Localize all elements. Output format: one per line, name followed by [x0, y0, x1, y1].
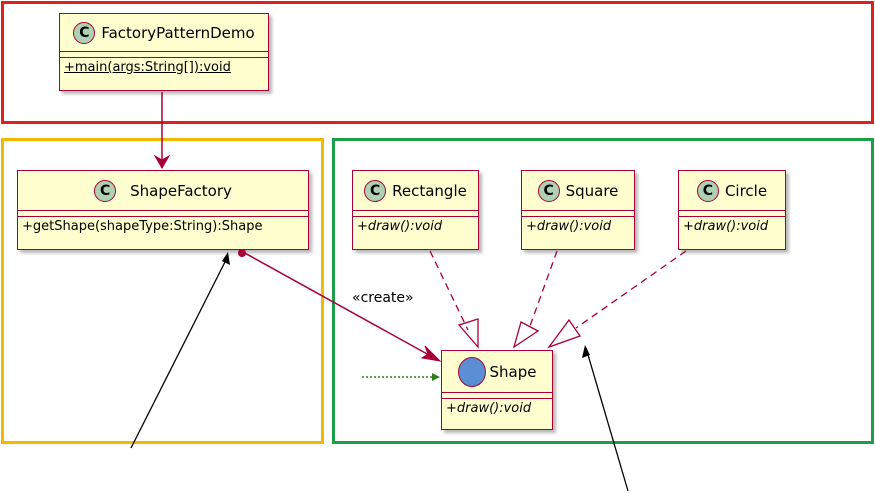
- method-draw: +draw():void: [683, 219, 769, 234]
- products-frame: [332, 138, 874, 444]
- method-main: +main(args:String[]):void: [64, 60, 231, 75]
- fields-separator: [522, 211, 634, 217]
- realization-square: [529, 250, 558, 327]
- class-c-icon: C: [696, 179, 719, 202]
- class-rectangle[interactable]: C Rectangle +draw():void: [352, 170, 479, 250]
- class-c-icon: C: [364, 179, 387, 202]
- pointer-products-line: [585, 347, 629, 492]
- class-name: ShapeFactory: [130, 181, 232, 200]
- fields-separator: [679, 211, 785, 217]
- method-draw: +draw():void: [446, 401, 532, 416]
- create-source-dot: [238, 249, 246, 257]
- class-factory-pattern-demo[interactable]: C FactoryPatternDemo +main(args:String[]…: [59, 13, 269, 91]
- class-shape-factory[interactable]: C ShapeFactory +getShape(shapeType:Strin…: [17, 170, 309, 250]
- create-stereotype-label: «create»: [352, 290, 414, 306]
- realization-square-head: [512, 321, 540, 349]
- fields-separator: [353, 211, 478, 217]
- client-frame: [1, 1, 874, 124]
- uses-factory-arrowhead: [153, 154, 171, 169]
- pointer-factory-line: [130, 255, 229, 449]
- class-name: Rectangle: [392, 181, 467, 200]
- interface-shape[interactable]: Shape +draw():void: [441, 350, 553, 430]
- class-c-icon: C: [94, 179, 117, 202]
- class-name: Square: [565, 181, 619, 200]
- method-draw: +draw():void: [357, 219, 443, 234]
- class-c-icon: C: [73, 21, 96, 44]
- realization-rectangle-head: [457, 318, 479, 349]
- fields-separator: [60, 52, 268, 58]
- pointer-products-head: [582, 345, 590, 358]
- interface-name: Shape: [489, 362, 537, 381]
- class-circle[interactable]: C Circle +draw():void: [678, 170, 786, 250]
- create-arrowhead: [420, 345, 442, 362]
- realization-circle-head: [547, 318, 582, 349]
- dependency-arrowhead: [432, 373, 440, 381]
- class-name: FactoryPatternDemo: [101, 23, 255, 42]
- create-line: [242, 251, 439, 361]
- pointer-factory-head: [222, 252, 230, 265]
- class-c-icon: C: [537, 179, 560, 202]
- interface-i-icon: [457, 356, 486, 387]
- realization-rectangle: [429, 250, 469, 331]
- method-get-shape: +getShape(shapeType:String):Shape: [22, 219, 263, 234]
- fields-separator: [18, 211, 308, 217]
- realization-circle: [575, 250, 687, 329]
- method-draw: +draw():void: [526, 219, 612, 234]
- fields-separator: [442, 393, 552, 399]
- class-square[interactable]: C Square +draw():void: [521, 170, 635, 250]
- class-name: Circle: [724, 181, 768, 200]
